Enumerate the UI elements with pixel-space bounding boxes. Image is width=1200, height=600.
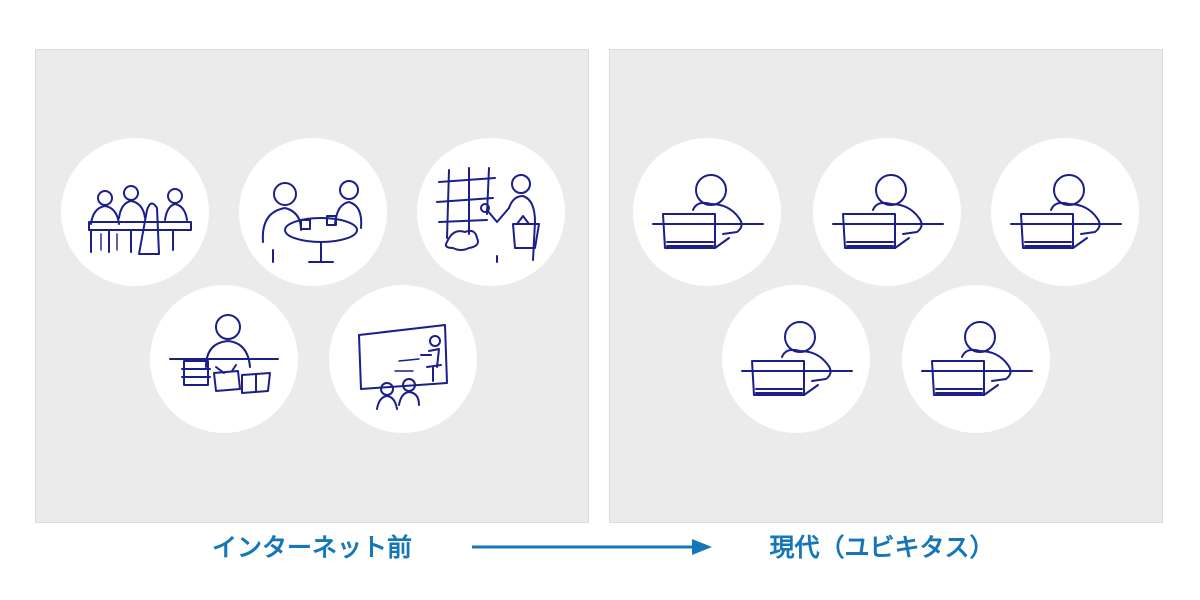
laptop-user-bubble-2 bbox=[813, 138, 961, 286]
modern-ubiquitous-label: 現代（ユビキタス） bbox=[769, 533, 995, 562]
modern-ubiquitous-panel bbox=[609, 49, 1163, 523]
cafe-conversation-bubble bbox=[239, 138, 387, 286]
group-meeting-bubble bbox=[61, 138, 209, 286]
laptop-user-bubble-4 bbox=[722, 285, 870, 433]
laptop-user-sketch bbox=[832, 174, 944, 249]
group-meeting-sketch bbox=[88, 185, 192, 255]
reading-books-sketch bbox=[169, 314, 279, 394]
laptop-user-bubble-1 bbox=[633, 138, 781, 286]
laptop-user-sketch bbox=[1010, 174, 1122, 249]
shopping-sketch bbox=[436, 167, 540, 263]
transition-arrow-icon bbox=[472, 539, 712, 555]
presentation-bubble bbox=[329, 285, 477, 433]
laptop-user-bubble-5 bbox=[902, 285, 1050, 433]
presentation-sketch bbox=[358, 324, 448, 410]
before-internet-label: インターネット前 bbox=[211, 533, 412, 562]
shopping-bubble bbox=[417, 138, 565, 286]
before-internet-panel bbox=[35, 49, 589, 523]
reading-books-bubble bbox=[150, 285, 298, 433]
laptop-user-sketch bbox=[741, 321, 853, 396]
laptop-user-sketch bbox=[652, 174, 764, 249]
laptop-user-bubble-3 bbox=[991, 138, 1139, 286]
cafe-conversation-sketch bbox=[261, 180, 363, 263]
laptop-user-sketch bbox=[921, 321, 1033, 396]
